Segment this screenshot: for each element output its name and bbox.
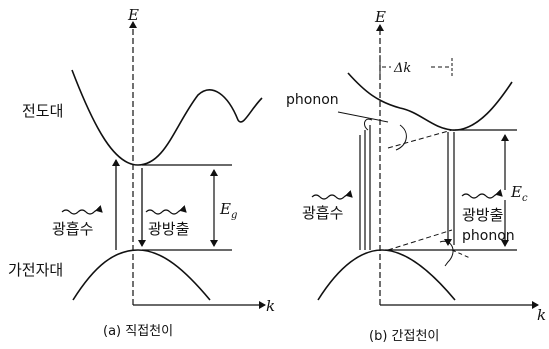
panel-b-conduction-band-curve [347, 72, 513, 131]
panel-b-dashed-phonon-emission [451, 249, 471, 259]
panel-b-indirect-transition: E k Δk Ec [286, 8, 546, 344]
panel-b-dashed-upper-path [387, 129, 453, 149]
panel-a-valence-band-label: 가전자대 [8, 261, 63, 279]
panel-b-k-axis-label: k [537, 306, 546, 324]
panel-b-phonon-loop-upper [395, 124, 407, 151]
panel-b-emission-photon-wave [461, 188, 503, 199]
panel-a-k-axis-label: k [266, 297, 275, 315]
panel-b-dashed-lower-path [387, 229, 453, 251]
panel-a-conduction-band-label: 전도대 [22, 102, 63, 120]
panel-b-phonon-bottom-label: phonon [462, 228, 515, 244]
panel-a-direct-transition: E k Eg 전도대 광흡수 광방출 가전자대 (a) 직접천이 [8, 6, 275, 339]
panel-b-phonon-pointer [337, 111, 389, 123]
panel-b-energy-axis-label: E [374, 8, 386, 26]
panel-b-valence-band-curve [317, 249, 456, 301]
panel-a-gap-label: Eg [219, 200, 237, 221]
panel-b-phonon-top-label: phonon [286, 92, 339, 108]
panel-b-caption: (b) 간접천이 [369, 329, 439, 344]
panel-a-emission-label: 광방출 [148, 220, 189, 238]
panel-a-absorption-label: 광흡수 [52, 220, 93, 238]
panel-b-absorption-label: 광흡수 [302, 204, 343, 222]
panel-a-caption: (a) 직접천이 [103, 324, 173, 339]
panel-b-absorption-photon-wave [311, 189, 353, 200]
panel-b-emission-label: 광방출 [462, 206, 503, 224]
panel-a-energy-axis-label: E [127, 6, 139, 24]
panel-a-absorption-photon-wave [61, 204, 103, 215]
panel-b-phonon-loop-lower [439, 240, 454, 267]
panel-b-phonon-loop-left [364, 118, 373, 131]
panel-a-valence-band-curve [72, 249, 211, 301]
panel-b-gap-label: Ec [510, 183, 528, 204]
panel-b-delta-k-label: Δk [393, 61, 411, 76]
panel-a-conduction-band-curve [71, 69, 263, 166]
panel-a-emission-photon-wave [145, 204, 187, 215]
